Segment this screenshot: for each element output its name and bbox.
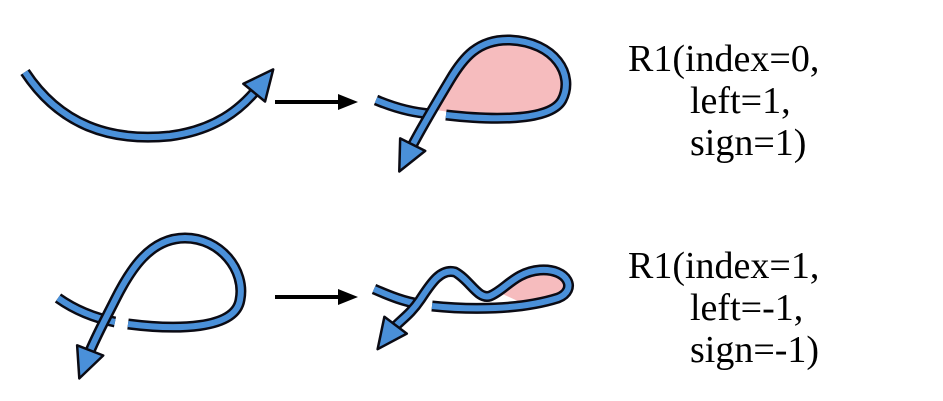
label-1-line3: sign=1) <box>690 122 807 164</box>
label-2-line3: sign=-1) <box>690 329 820 371</box>
strand-after-2 <box>371 264 574 351</box>
row-2: R1(index=1, left=-1, sign=-1) <box>54 232 928 380</box>
label-2-line2: left=-1, <box>690 287 804 329</box>
label-2: R1(index=1, left=-1, sign=-1) <box>628 245 928 371</box>
label-1-line1: R1(index=0, <box>628 38 820 80</box>
strand-before-1 <box>20 68 275 143</box>
label-1-line2: left=1, <box>690 80 791 122</box>
row-1: R1(index=0, left=1, sign=1) <box>20 34 928 173</box>
strand-after-1 <box>373 34 572 173</box>
label-2-line1: R1(index=1, <box>628 245 820 287</box>
strand-before-2 <box>54 232 247 380</box>
loop-region-1 <box>436 40 567 119</box>
label-1: R1(index=0, left=1, sign=1) <box>628 38 928 164</box>
